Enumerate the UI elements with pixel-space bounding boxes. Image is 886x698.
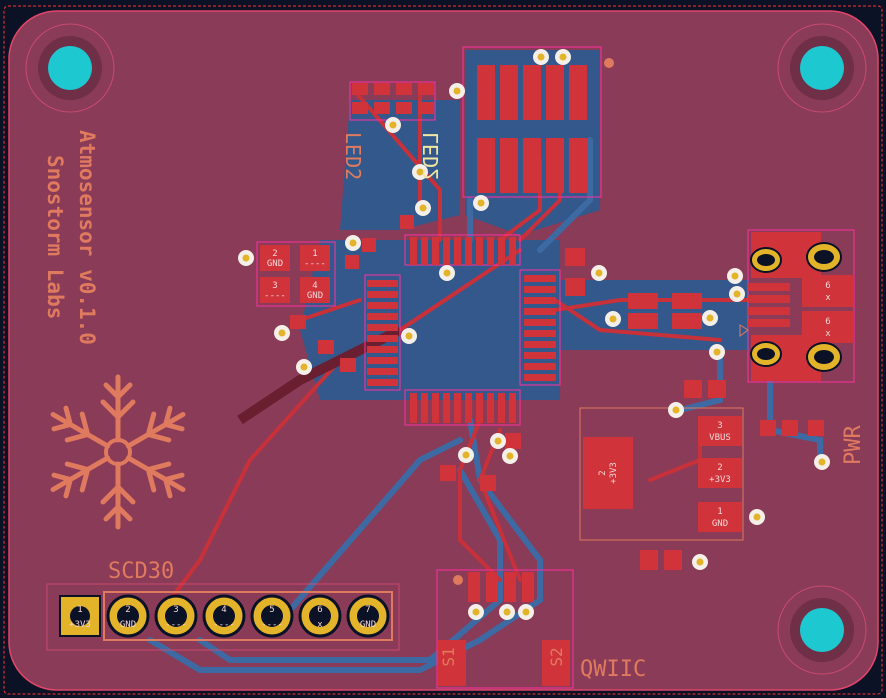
led2-front-label: LED2 [419,132,443,180]
pad-number: 1 [717,507,722,517]
top-connector-footprint[interactable] [462,46,614,198]
pad-number: 2 [598,470,608,475]
pin-name: +3V3 [69,620,91,630]
pad-name: +3V3 [609,462,619,484]
pad-name: GND [712,519,728,529]
header-pin-3[interactable]: 3 ---- [154,594,198,638]
pin-number: 6 [317,605,322,615]
passive-components[interactable] [290,215,824,570]
pwr-label: PWR [841,425,866,465]
pad-number: 2 [717,463,722,473]
mounting-hole [25,23,115,113]
pad-number: 4 [312,281,317,291]
mounting-hole [777,585,867,675]
usb-connector-footprint[interactable]: 6 x 6 x [739,229,855,383]
mounting-hole [777,23,867,113]
pad-number: 1 [312,249,317,259]
s1-label: S1 [439,647,458,666]
qwiic-label: QWIIC [580,657,646,682]
pin-number: 2 [125,605,130,615]
back-trace-thick [237,325,403,425]
pad-number: 3 [717,421,722,431]
qwiic-connector-footprint[interactable]: S1 S2 [436,569,574,689]
regulator-footprint[interactable]: 3 VBUS 2 +3V3 1 GND 2 +3V3 [579,407,744,541]
pad-name: GND [267,259,283,269]
pad-name: ---- [304,259,326,269]
pin-name: GND [360,620,376,630]
snowflake-logo [46,374,191,527]
pad-number: 6 [825,281,830,291]
pin-name: x [317,620,323,630]
s2-label: S2 [547,647,566,666]
pad-number: 2 [272,249,277,259]
pin-name: ---- [213,620,235,630]
back-traces [147,137,823,673]
pad-name: +3V3 [709,475,731,485]
pin-number: 7 [365,605,370,615]
header-pin-6[interactable]: 6x [298,594,342,638]
header-pin-1[interactable]: 1 +3V3 [59,595,101,637]
vias [238,49,830,620]
header-pin-4[interactable]: 4 ---- [202,594,246,638]
board-edge-cut [3,5,883,695]
pin-number: 3 [173,605,178,615]
pad-name: GND [307,291,323,301]
scd30-label: SCD30 [108,559,174,584]
led2-label: LED2 [341,132,365,180]
pin-name: ---- [261,620,283,630]
pin-name: ---- [165,620,187,630]
pad-number: 3 [272,281,277,291]
mcu-footprint[interactable] [364,234,561,426]
sensor-footprint[interactable]: 2 GND 1 ---- 3 ---- 4 GND [256,241,336,307]
led2-footprint[interactable] [349,81,436,121]
pad-name: x [825,293,831,303]
board-title: Atmosensor v0.1.0 [75,130,99,345]
pad-name: VBUS [709,433,731,443]
pin-number: 5 [269,605,274,615]
pad-name: ---- [264,291,286,301]
pad-name: x [825,329,831,339]
pin-number: 4 [221,605,226,615]
board-company: Snostorm Labs [43,155,67,319]
pin-number: 1 [77,605,82,615]
pad-number: 6 [825,317,830,327]
header-pin-5[interactable]: 5 ---- [250,594,294,638]
pin-name: GND [120,620,136,630]
